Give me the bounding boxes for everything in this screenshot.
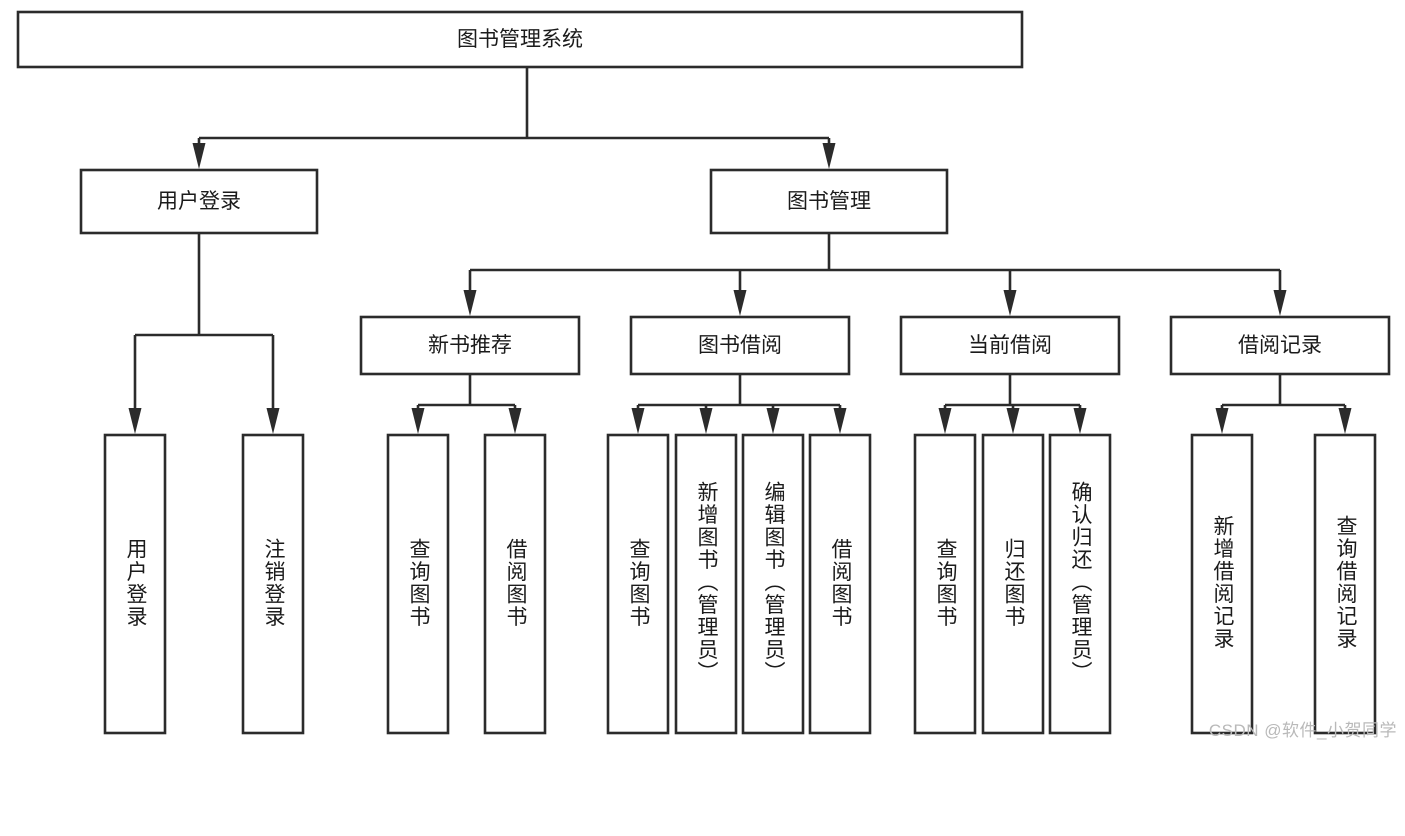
arrow-head-icon — [1215, 408, 1229, 434]
connector-root — [192, 67, 836, 169]
node-box-leaf-return-book[interactable] — [981, 433, 1045, 735]
node-box-leaf-query-book-borrow[interactable] — [606, 433, 670, 735]
connector-user-login — [128, 233, 280, 434]
node-box-leaf-logout[interactable] — [241, 433, 305, 735]
arrow-head-icon — [733, 290, 747, 316]
arrow-head-icon — [266, 408, 280, 434]
node-box-root[interactable] — [16, 10, 1024, 69]
arrow-head-icon — [1338, 408, 1352, 434]
arrow-head-icon — [192, 143, 206, 169]
node-label-book-manage: 图书管理 — [787, 190, 871, 213]
connector-current-borrow — [938, 374, 1087, 434]
arrow-head-icon — [1006, 408, 1020, 434]
node-label-borrow-record: 借阅记录 — [1238, 334, 1322, 357]
node-box-leaf-borrow-book[interactable] — [808, 433, 872, 735]
node-box-leaf-add-borrow-record[interactable] — [1190, 433, 1254, 735]
node-box-layer — [16, 10, 1391, 735]
arrow-head-icon — [699, 408, 713, 434]
node-box-leaf-query-book-current[interactable] — [913, 433, 977, 735]
connector-new-book-recommend — [411, 374, 522, 434]
connector-book-manage — [463, 233, 1287, 316]
node-box-leaf-query-book-rec[interactable] — [386, 433, 450, 735]
arrow-head-icon — [1273, 290, 1287, 316]
arrow-head-icon — [128, 408, 142, 434]
node-box-leaf-query-borrow-record[interactable] — [1313, 433, 1377, 735]
arrow-head-icon — [508, 408, 522, 434]
node-box-book-borrow[interactable] — [629, 315, 851, 376]
node-box-leaf-edit-book-admin[interactable] — [741, 433, 805, 735]
watermark-text: CSDN @软件_小贺同学 — [1208, 721, 1397, 740]
node-box-leaf-user-login[interactable] — [103, 433, 167, 735]
node-box-user-login[interactable] — [79, 168, 319, 235]
arrow-head-icon — [1073, 408, 1087, 434]
node-box-leaf-borrow-book-rec[interactable] — [483, 433, 547, 735]
arrow-head-icon — [938, 408, 952, 434]
node-box-current-borrow[interactable] — [899, 315, 1121, 376]
arrow-head-icon — [822, 143, 836, 169]
node-label-new-book-recommend: 新书推荐 — [428, 334, 512, 357]
connector-borrow-record — [1215, 374, 1352, 434]
node-box-new-book-recommend[interactable] — [359, 315, 581, 376]
arrow-head-icon — [1003, 290, 1017, 316]
node-box-book-manage[interactable] — [709, 168, 949, 235]
arrow-head-icon — [766, 408, 780, 434]
node-box-leaf-confirm-return-admin[interactable] — [1048, 433, 1112, 735]
connector-layer — [128, 67, 1352, 434]
node-label-root: 图书管理系统 — [457, 28, 583, 51]
connector-book-borrow — [631, 374, 847, 434]
arrow-head-icon — [411, 408, 425, 434]
arrow-head-icon — [833, 408, 847, 434]
node-box-borrow-record[interactable] — [1169, 315, 1391, 376]
node-label-user-login: 用户登录 — [157, 190, 241, 213]
arrow-head-icon — [463, 290, 477, 316]
flowchart-diagram: 图书管理系统用户登录图书管理新书推荐图书借阅当前借阅借阅记录 用户登录注销登录查… — [16, 10, 1397, 740]
node-box-leaf-add-book-admin[interactable] — [674, 433, 738, 735]
node-label-current-borrow: 当前借阅 — [968, 334, 1052, 357]
node-label-book-borrow: 图书借阅 — [698, 334, 782, 357]
arrow-head-icon — [631, 408, 645, 434]
